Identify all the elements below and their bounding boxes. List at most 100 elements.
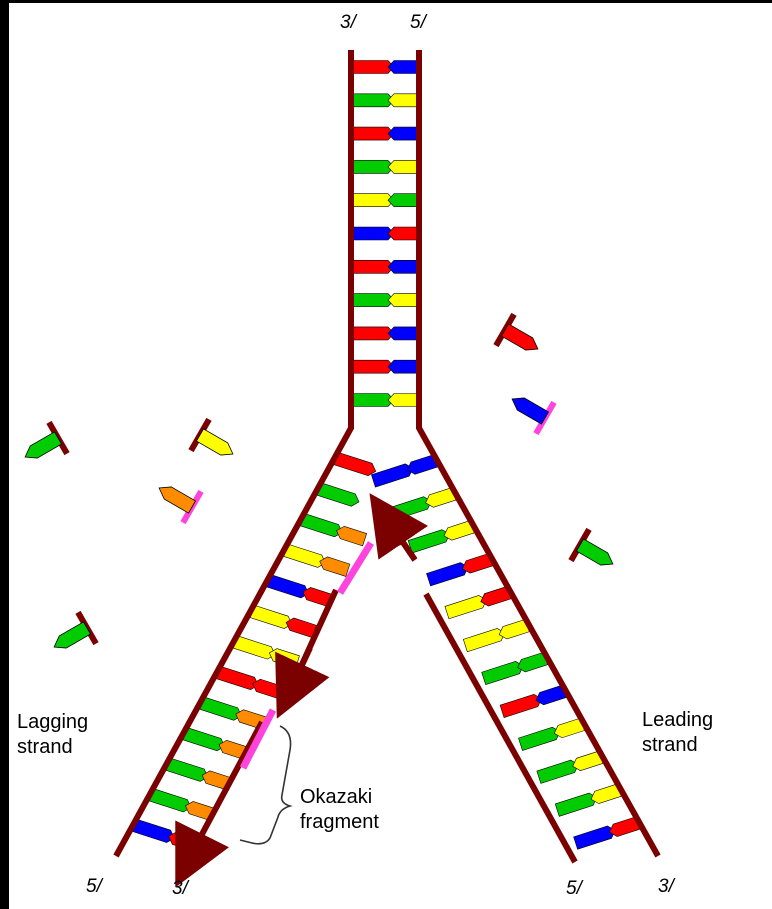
lagging-strand-label: Lagging strand — [17, 710, 88, 760]
end-label-lagging-5prime: 5/ — [86, 876, 102, 898]
free-nucleotide-icon — [150, 472, 201, 522]
base-cytosine — [445, 594, 489, 619]
base-guanine — [371, 462, 415, 487]
base-pair-leading — [371, 455, 437, 487]
leading-strand-arrow — [383, 513, 415, 560]
base-thymine — [482, 660, 526, 685]
base-pair-lagging — [166, 758, 232, 790]
base-pair-lagging — [317, 483, 361, 508]
base-pair-leading — [463, 619, 529, 651]
base-pair-lagging — [284, 544, 350, 576]
free-nucleotide-icon — [16, 422, 67, 472]
base-adenine — [388, 227, 417, 240]
base-pair-leading — [537, 751, 603, 783]
base-guanine — [133, 819, 177, 844]
base-thymine — [166, 758, 210, 783]
base-cytosine — [388, 394, 417, 407]
base-pair-top — [353, 227, 417, 240]
nucleotide-base-thymine — [22, 432, 62, 463]
nucleotide-base-adenine — [502, 324, 542, 355]
base-thymine — [200, 697, 244, 722]
base-pair-top — [353, 294, 417, 307]
base-pair-lagging — [234, 636, 300, 668]
base-pair-leading — [518, 718, 584, 750]
base-pair-top — [353, 194, 417, 207]
base-guanine — [388, 260, 417, 273]
base-pair-leading — [445, 586, 511, 618]
nucleotide-base-cytosine — [197, 429, 237, 460]
base-cytosine — [234, 636, 278, 661]
base-thymine — [150, 789, 194, 814]
base-adenine — [334, 452, 378, 477]
base-cytosine — [388, 294, 417, 307]
base-pair-lagging — [183, 728, 249, 760]
base-pair-lagging — [217, 666, 283, 698]
end-label-leading-3prime: 3/ — [658, 876, 674, 898]
base-guanine — [388, 127, 417, 140]
end-label-top-3prime: 3/ — [340, 12, 356, 34]
base-pair-top — [353, 360, 417, 373]
base-pair-leading — [408, 521, 474, 553]
base-guanine — [388, 327, 417, 340]
base-thymine — [301, 514, 345, 539]
base-thymine — [518, 725, 562, 750]
base-thymine — [183, 728, 227, 753]
end-label-leading-5prime: 5/ — [566, 878, 582, 900]
base-pair-top — [353, 94, 417, 107]
free-nucleotide-icon — [45, 612, 96, 662]
base-cytosine — [388, 94, 417, 107]
nucleotide-base-thymine — [51, 622, 91, 653]
base-pair-lagging — [267, 575, 333, 607]
base-thymine — [388, 194, 417, 207]
base-thymine — [555, 791, 599, 816]
base-adenine — [500, 692, 544, 717]
base-pair-lagging — [334, 452, 378, 477]
free-nucleotide-icon — [503, 383, 554, 433]
nucleotide-base-thymine — [577, 539, 617, 570]
leading-strand-label: Leading strand — [642, 708, 713, 758]
base-thymine — [537, 758, 581, 783]
base-pair-group — [133, 61, 640, 852]
base-pair-lagging — [250, 605, 316, 637]
base-pair-top — [353, 127, 417, 140]
base-pair-leading — [500, 685, 566, 717]
base-pair-lagging — [200, 697, 266, 729]
nucleotide-base-guanine — [509, 393, 549, 424]
base-pair-leading — [574, 817, 640, 849]
okazaki-fragment-label: Okazaki fragment — [300, 785, 379, 835]
base-pair-top — [353, 61, 417, 74]
end-label-top-5prime: 5/ — [410, 12, 426, 34]
free-nucleotide-icon — [496, 314, 547, 364]
base-guanine — [574, 824, 618, 849]
base-thymine — [317, 483, 361, 508]
base-adenine — [217, 666, 261, 691]
base-cytosine — [463, 627, 507, 652]
free-nucleotide-icon — [571, 529, 622, 579]
end-label-lagging-3prime: 3/ — [172, 878, 188, 900]
base-cytosine — [284, 544, 328, 569]
base-pair-top — [353, 260, 417, 273]
base-guanine — [388, 61, 417, 74]
base-pair-leading — [482, 652, 548, 684]
base-pair-top — [353, 327, 417, 340]
base-pair-leading — [427, 554, 493, 586]
base-pair-lagging — [150, 789, 216, 821]
base-pair-leading — [390, 488, 456, 520]
base-pair-leading — [555, 784, 621, 816]
lagging-template-backbone — [116, 50, 351, 856]
base-guanine — [267, 575, 311, 600]
base-cytosine — [388, 160, 417, 173]
base-pair-lagging — [133, 819, 199, 851]
base-guanine — [388, 360, 417, 373]
base-thymine — [390, 495, 434, 520]
base-cytosine — [250, 605, 294, 630]
base-thymine — [408, 528, 452, 553]
base-guanine — [427, 561, 471, 586]
base-pair-top — [353, 160, 417, 173]
base-pair-top — [353, 394, 417, 407]
base-pair-lagging — [301, 514, 367, 546]
free-nucleotide-icon — [191, 419, 242, 469]
nucleotide-base-uracil — [156, 482, 196, 513]
